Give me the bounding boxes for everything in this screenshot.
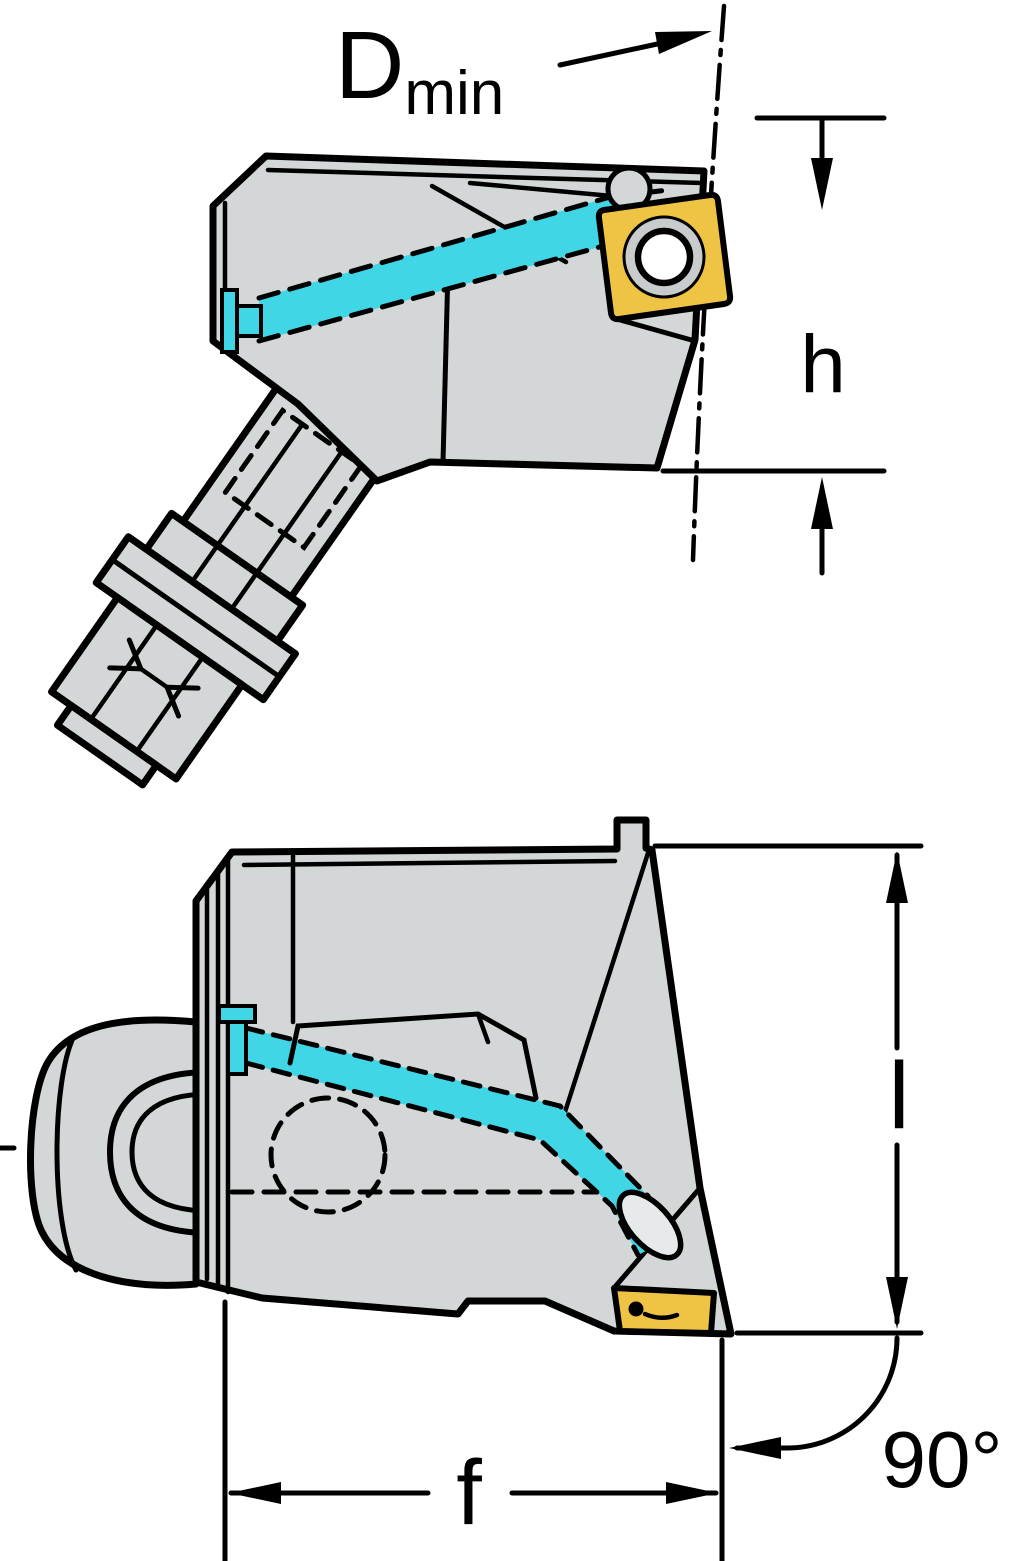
l-dim-arrow-up [886,851,908,903]
insert-edge-detail [642,1311,680,1320]
shank-assembly [48,384,389,789]
coupling-bore-inner [129,1091,213,1214]
coolant-channel-top [259,197,625,341]
l-dim-label: l [888,1043,909,1149]
h-dim-arrow-up [811,477,833,529]
h-dim-arrow-down [811,158,833,210]
coupling-end-cap [53,702,160,789]
serration-center-line [138,666,170,690]
coupling-bore-outer [106,1069,213,1236]
dmin-label-main: D [335,12,404,119]
insert-screw-hole [634,227,694,287]
head-facet-under-insert [610,315,698,344]
hidden-square-recess [221,406,365,551]
end-block-edge-lower [88,622,160,722]
coolant-pocket-corner-edge [475,1011,491,1045]
angle-label: 90° [882,1415,1003,1504]
head-pocket-edge-upper [467,180,615,199]
dmin-label: Dmin [335,12,504,128]
head-face-vertical-edge [440,265,451,465]
coolant-channel-side [246,1028,668,1255]
f-dim-label: f [456,1442,482,1544]
shank-edge-line-upper [230,449,344,610]
hidden-bore-circle [268,1095,388,1215]
coupling-nose-side [27,1016,200,1289]
dmin-label-subscript: min [404,59,504,128]
coolant-inlet-stem [235,304,263,338]
side-top-chamfer-line [241,858,618,868]
side-face-slant-edge [562,850,651,1115]
cutting-insert-side [611,1285,717,1336]
top-view: Dmin [48,3,887,789]
dmin-arrowhead [655,31,712,54]
tool-head-side [192,816,735,1338]
coolant-channel-hidden-edge-lower [256,237,628,344]
bottom-view: l 90° f [0,816,1003,1561]
shank-edge-line-lower [191,421,305,583]
dmin-leader-line [557,40,665,68]
coolant-channel-hidden-edge-upper [256,194,613,301]
end-block-edge-upper [134,654,205,754]
angle-arrowhead [729,1437,781,1459]
h-dim-label: h [800,319,846,410]
coolant-inlet-stem-side [226,1020,248,1076]
angle-arc [784,1335,900,1451]
l-dim-arrow-down [886,1277,908,1329]
flange-split-line [109,557,282,680]
insert-screw-dot [628,1301,644,1317]
f-dim-arrow-right [666,1482,718,1504]
coolant-inlet-flange-side [217,1004,257,1024]
coolant-outlet-slot [616,1189,684,1261]
coolant-inlet-flange [220,288,239,354]
f-dim-arrow-left [229,1482,281,1504]
coolant-hidden-edge-lower [243,1060,641,1258]
coupling-nose-crease [54,1033,79,1273]
